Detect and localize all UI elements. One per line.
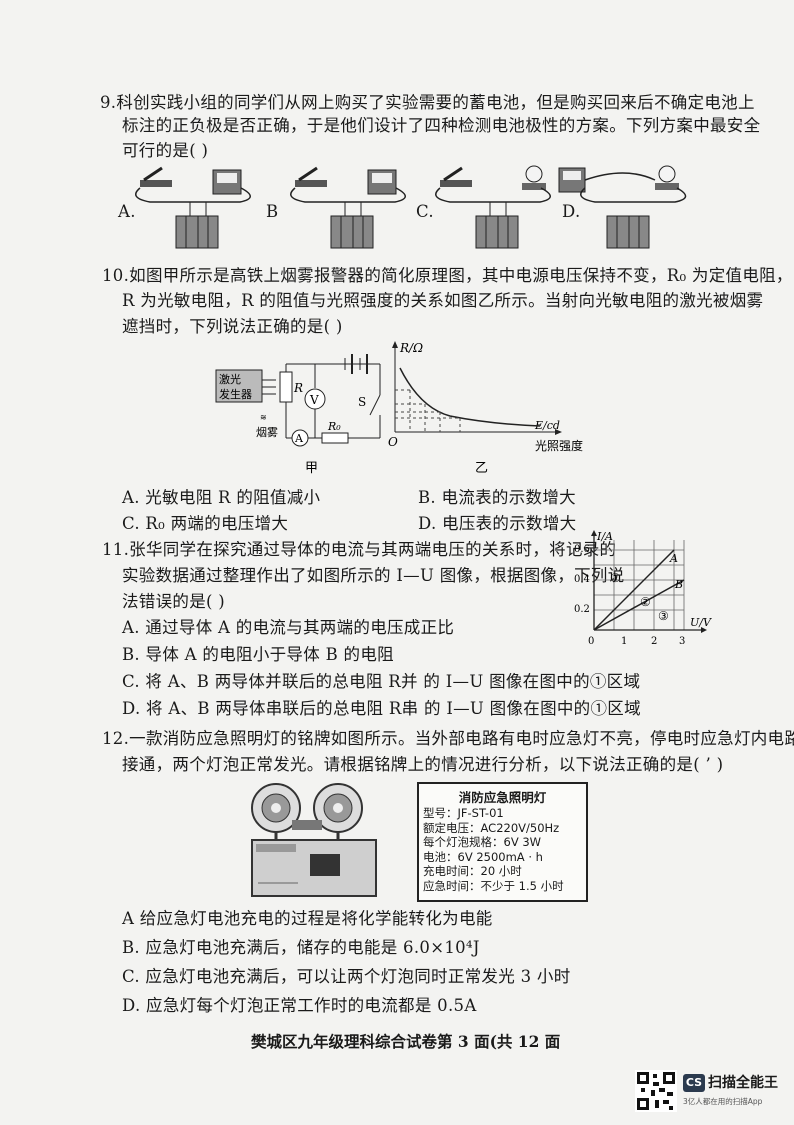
q11-option-a: A. 通过导体 A 的电流与其两端的电压成正比 — [122, 618, 455, 637]
q10-line-2: R 为光敏电阻，R 的阻值与光照强度的关系如图乙所示。当射向光敏电阻的激光被烟雾 — [122, 291, 764, 310]
graph-origin: O — [388, 435, 398, 449]
q12-option-b: B. 应急灯电池充满后，储存的电能是 6.0×10⁴J — [122, 938, 480, 957]
ammeter-label: A — [294, 432, 304, 445]
page-footer: 樊城区九年级理科综合试卷第 3 面(共 12 面 — [251, 1032, 561, 1051]
emergency-light-photo — [251, 783, 377, 897]
q9-option-a-figure — [135, 166, 251, 249]
nameplate-charge-time: 充电时间：20 小时 — [423, 864, 522, 879]
line-a-label: A — [669, 552, 678, 565]
q10-option-c: C. R₀ 两端的电压增大 — [122, 514, 289, 533]
switch-label: S — [358, 395, 366, 409]
chart-xtick-3: 3 — [679, 636, 685, 647]
q9-option-d-figure — [558, 165, 687, 249]
q9-line-2: 标注的正负极是否正确，于是他们设计了四种检测电池极性的方案。下列方案中最安全 — [122, 116, 761, 135]
nameplate-bulb-spec: 每个灯泡规格：6V 3W — [423, 835, 542, 850]
q9-circuit-options — [135, 165, 687, 249]
line-a — [593, 549, 675, 631]
smoke-label: 烟雾 — [256, 425, 278, 439]
q11-option-d: D. 将 A、B 两导体串联后的总电阻 R串 的 I—U 图像在图中的①区域 — [122, 699, 641, 718]
line-b — [593, 579, 685, 631]
nameplate: 消防应急照明灯 型号：JF-ST-01 额定电压：AC220V/50Hz 每个灯… — [417, 782, 588, 902]
chart-ytick-0.4: 0.4 — [574, 574, 590, 585]
chart-y-label: I/A — [596, 530, 613, 543]
q10-circuit-diagram: 激光 发生器 ≋ 烟雾 R V S A R₀ — [215, 354, 381, 476]
r-label: R — [293, 381, 303, 395]
q11-line-1: 11.张华同学在探究通过导体的电流与其两端电压的关系时，将记录的 — [102, 540, 617, 559]
graph-x-name: 光照强度 — [535, 438, 583, 453]
figure-yi-caption: 乙 — [475, 461, 488, 476]
q10-line-3: 遮挡时，下列说法正确的是( ) — [122, 317, 343, 336]
chart-x-label: U/V — [690, 616, 712, 629]
q12-line-1: 12.一款消防应急照明灯的铭牌如图所示。当外部电路有电时应急灯不亮，停电时应急灯… — [102, 729, 794, 748]
emitter-label-1: 激光 — [219, 372, 241, 386]
region-3-label: ③ — [658, 609, 669, 623]
chart-origin: 0 — [588, 636, 594, 647]
q10-resistance-graph: R/Ω O E/cd 光照强度 乙 — [388, 341, 583, 476]
q9-option-c: C. — [416, 202, 434, 221]
q10-option-a: A. 光敏电阻 R 的阻值减小 — [122, 488, 321, 507]
q9-option-b: B — [266, 202, 279, 221]
voltmeter-label: V — [309, 393, 319, 407]
scanner-tagline: 3亿人都在用的扫描App — [683, 1097, 763, 1106]
line-b-label: B — [674, 578, 683, 591]
scanner-logo: CS — [683, 1074, 705, 1092]
graph-x-label: E/cd — [534, 419, 560, 432]
chart-ytick-0.6: 0.6 — [574, 544, 590, 555]
q9-line-3: 可行的是( ) — [122, 141, 209, 160]
q10-figures: 激光 发生器 ≋ 烟雾 R V S A R₀ — [215, 341, 583, 476]
chart-xtick-1: 1 — [621, 636, 627, 647]
r0-label: R₀ — [327, 420, 341, 433]
emitter-label-2: 发生器 — [219, 387, 252, 401]
q12-line-2: 接通，两个灯泡正常发光。请根据铭牌上的情况进行分析，以下说法正确的是( ’ ) — [122, 755, 724, 774]
region-2-label: ② — [640, 595, 651, 609]
q9-option-c-figure — [435, 165, 551, 249]
qr-code-icon — [635, 1070, 677, 1112]
region-1-label: ① — [610, 571, 621, 585]
nameplate-model: 型号：JF-ST-01 — [423, 806, 504, 820]
q9-option-b-figure — [290, 166, 406, 249]
q12-option-a: A 给应急灯电池充电的过程是将化学能转化为电能 — [122, 909, 493, 928]
q9-option-a: A. — [118, 202, 136, 221]
scanner-brand: 扫描全能王 — [708, 1075, 778, 1091]
chart-xtick-2: 2 — [651, 636, 657, 647]
nameplate-voltage: 额定电压：AC220V/50Hz — [423, 820, 560, 835]
q11-option-c: C. 将 A、B 两导体并联后的总电阻 R并 的 I—U 图像在图中的①区域 — [122, 672, 641, 691]
q12-option-c: C. 应急灯电池充满后，可以让两个灯泡同时正常发光 3 小时 — [122, 967, 571, 986]
q11-option-b: B. 导体 A 的电阻小于导体 B 的电阻 — [122, 645, 394, 664]
graph-y-label: R/Ω — [399, 341, 423, 355]
svg-text:≋: ≋ — [260, 413, 267, 422]
q11-line-3: 法错误的是( ) — [122, 592, 226, 611]
q11-iu-chart: I/A U/V 0 0.2 0.4 0.6 1 2 3 A B ① ② ③ — [574, 530, 712, 647]
q10-line-1: 10.如图甲所示是高铁上烟雾报警器的简化原理图，其中电源电压保持不变，R₀ 为定… — [102, 266, 793, 285]
nameplate-emergency-time: 应急时间：不少于 1.5 小时 — [423, 878, 564, 893]
nameplate-title: 消防应急照明灯 — [458, 790, 547, 805]
figure-jia-caption: 甲 — [305, 461, 318, 476]
q9-line-1: 9.科创实践小组的同学们从网上购买了实验需要的蓄电池，但是购买回来后不确定电池上 — [100, 93, 755, 112]
q10-option-b: B. 电流表的示数增大 — [418, 488, 576, 507]
q10-option-d: D. 电压表的示数增大 — [418, 514, 577, 533]
nameplate-battery: 电池：6V 2500mA · h — [423, 849, 543, 864]
q12-option-d: D. 应急灯每个灯泡正常工作时的电流都是 0.5A — [122, 996, 477, 1015]
chart-ytick-0.2: 0.2 — [574, 604, 590, 615]
q11-line-2: 实验数据通过整理作出了如图所示的 I—U 图像，根据图像，下列说 — [122, 566, 625, 585]
q9-option-d: D. — [562, 202, 581, 221]
